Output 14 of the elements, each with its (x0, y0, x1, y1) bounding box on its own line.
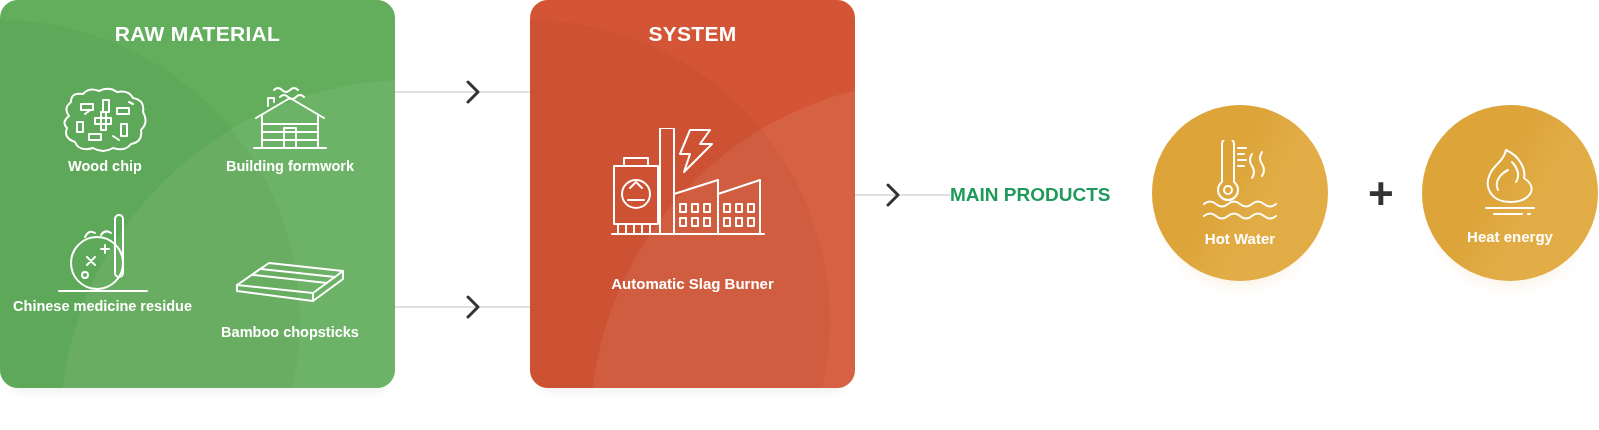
product-label: Heat energy (1467, 227, 1553, 245)
item-label: Bamboo chopsticks (220, 323, 360, 342)
item-label: Building formwork (224, 157, 356, 176)
item-label: Wood chip (67, 157, 143, 176)
item-label: Chinese medicine residue (12, 297, 193, 316)
plus-sign: + (1368, 172, 1394, 216)
section-label: MAIN PRODUCTS (950, 184, 1111, 206)
panel-heading: RAW MATERIAL (113, 22, 282, 46)
panel-heading: SYSTEM (647, 22, 738, 46)
panel-text: Automatic Slag Burner (610, 275, 775, 292)
chevron-arrow (854, 183, 951, 207)
product-label: Hot Water (1204, 229, 1276, 247)
chevron-arrow (394, 80, 531, 104)
chevron-arrow (394, 295, 531, 319)
